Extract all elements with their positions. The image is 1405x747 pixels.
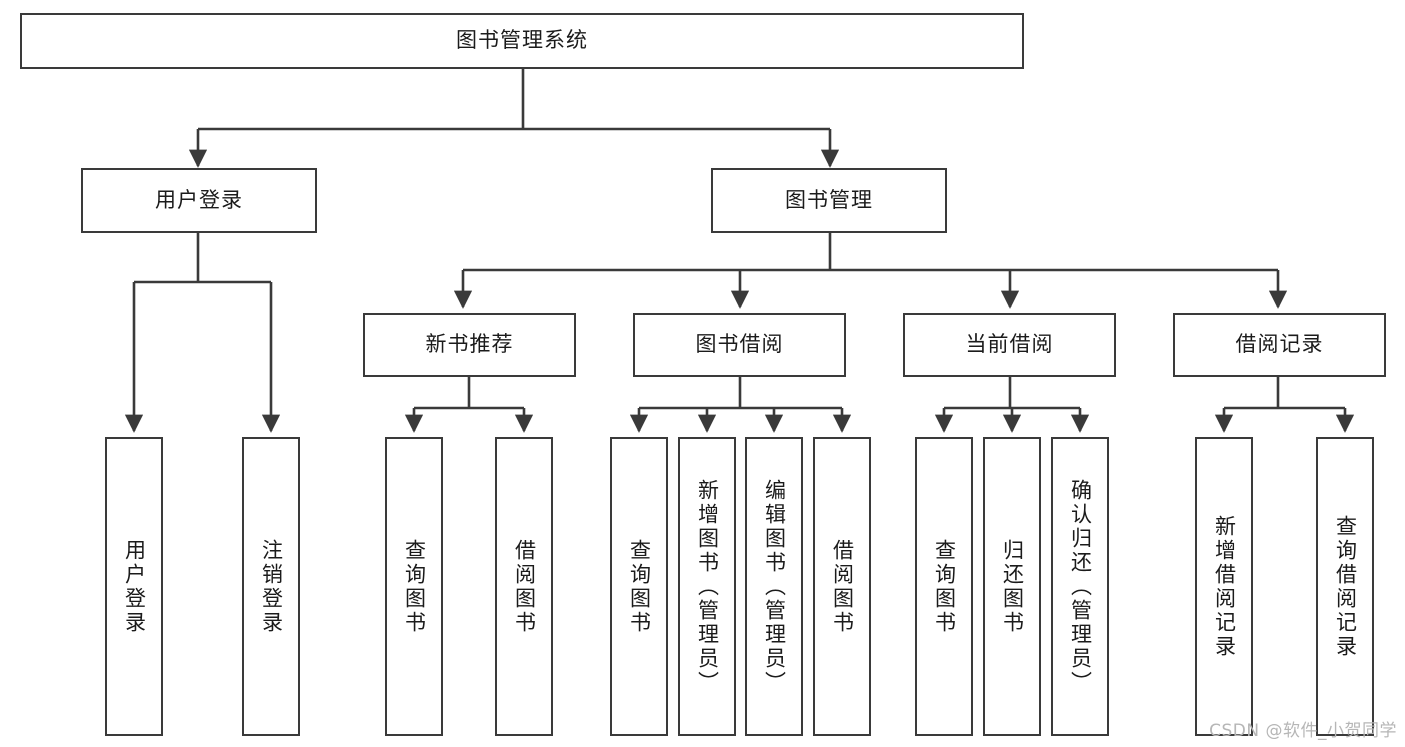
node-label: 借阅记录: [1235, 332, 1324, 357]
node-label: 查询图书: [402, 538, 427, 635]
node-new-book-recommend[interactable]: 新书推荐: [363, 313, 576, 377]
node-book-management[interactable]: 图书管理: [711, 168, 947, 233]
node-label: 用户登录: [155, 187, 243, 212]
node-label: 借阅图书: [512, 538, 537, 635]
node-root-book-management-system[interactable]: 图书管理系统: [20, 13, 1024, 69]
node-current-borrow[interactable]: 当前借阅: [903, 313, 1116, 377]
node-leaf-return-book[interactable]: 归还图书: [983, 437, 1041, 736]
node-leaf-user-login[interactable]: 用户登录: [105, 437, 163, 736]
node-label: 注销登录: [259, 538, 284, 635]
node-borrow-record[interactable]: 借阅记录: [1173, 313, 1386, 377]
node-label: 编辑图书（管理员）: [762, 478, 787, 695]
node-leaf-query-borrow-record[interactable]: 查询借阅记录: [1316, 437, 1374, 736]
node-leaf-user-logout[interactable]: 注销登录: [242, 437, 300, 736]
node-label: 新增图书（管理员）: [695, 478, 720, 695]
node-label: 确认归还（管理员）: [1068, 478, 1093, 695]
node-label: 借阅图书: [830, 538, 855, 635]
node-book-borrow[interactable]: 图书借阅: [633, 313, 846, 377]
node-leaf-query-book-1[interactable]: 查询图书: [385, 437, 443, 736]
node-leaf-borrow-book-1[interactable]: 借阅图书: [495, 437, 553, 736]
node-label: 新增借阅记录: [1212, 514, 1237, 659]
node-leaf-add-book-admin[interactable]: 新增图书（管理员）: [678, 437, 736, 736]
node-label: 归还图书: [1000, 538, 1025, 635]
node-label: 用户登录: [122, 538, 147, 635]
node-label: 当前借阅: [965, 332, 1054, 357]
watermark: CSDN @软件_小贺同学: [1209, 721, 1397, 741]
node-leaf-add-borrow-record[interactable]: 新增借阅记录: [1195, 437, 1253, 736]
node-label: 新书推荐: [425, 332, 514, 357]
node-user-login[interactable]: 用户登录: [81, 168, 317, 233]
node-label: 查询图书: [932, 538, 957, 635]
node-leaf-borrow-book-2[interactable]: 借阅图书: [813, 437, 871, 736]
node-leaf-confirm-return-admin[interactable]: 确认归还（管理员）: [1051, 437, 1109, 736]
node-label: 图书管理系统: [456, 28, 588, 53]
node-leaf-edit-book-admin[interactable]: 编辑图书（管理员）: [745, 437, 803, 736]
node-leaf-query-book-2[interactable]: 查询图书: [610, 437, 668, 736]
node-leaf-query-book-3[interactable]: 查询图书: [915, 437, 973, 736]
node-label: 查询图书: [627, 538, 652, 635]
node-label: 图书借阅: [695, 332, 784, 357]
node-label: 查询借阅记录: [1333, 514, 1358, 659]
node-label: 图书管理: [785, 187, 873, 212]
